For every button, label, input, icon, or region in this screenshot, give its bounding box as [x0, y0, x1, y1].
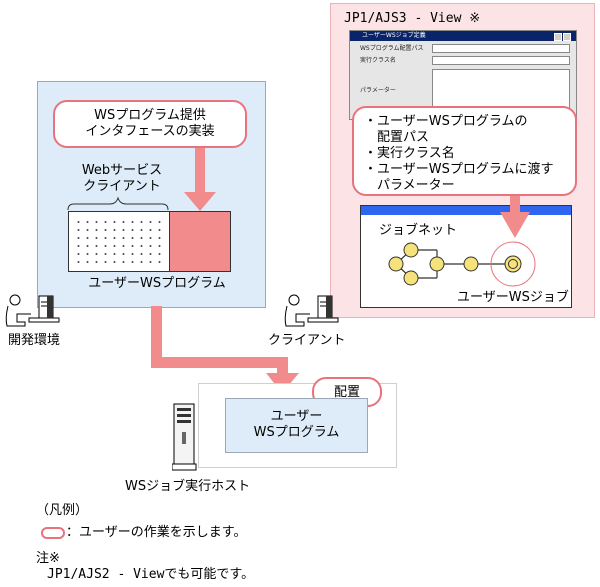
host-label: WSジョブ実行ホスト [125, 479, 251, 494]
job-node [463, 256, 479, 272]
callout-line: 配置パス [364, 130, 430, 145]
callout-line: ・ユーザーWSプログラムの [364, 114, 528, 129]
deployed-user-ws-program: ユーザー WSプログラム [225, 398, 368, 453]
jobnet-titlebar [361, 206, 571, 215]
view-title: JP1/AJS3 - View ※ [344, 11, 481, 26]
job-node [429, 256, 445, 272]
web-service-client-label: Webサービス クライアント [72, 163, 172, 195]
dialog-title: ユーザーWSジョブ定義 [362, 32, 426, 39]
user-ws-job-node [504, 255, 522, 273]
legend-heading: （凡例） [36, 503, 89, 518]
implement-interface-callout: WSプログラム提供 インタフェースの実装 [53, 100, 247, 148]
program-line: WSプログラム [253, 425, 340, 440]
job-node [403, 270, 419, 286]
dialog-titlebar: ユーザーWSジョブ定義 [350, 31, 576, 41]
callout-line: ・ユーザーWSプログラムに渡す [364, 162, 554, 177]
ws-interface-box [169, 211, 231, 272]
callout-line: インタフェースの実装 [85, 124, 215, 139]
client-label: クライアント [268, 333, 346, 348]
parameter-field[interactable] [432, 69, 570, 113]
jobnet-label: ジョブネット [379, 223, 458, 238]
field-label: パラメーター [360, 87, 396, 94]
class-field[interactable] [432, 56, 570, 65]
jobnet-window: ジョブネット ユーザーWSジョブ [360, 205, 572, 308]
path-field[interactable] [432, 44, 570, 53]
developer-person-icon [5, 294, 60, 327]
user-ws-job-inner [508, 259, 518, 269]
callout-line: WSプログラム提供 [94, 108, 206, 123]
jobnet-graph [388, 241, 536, 287]
job-node [403, 242, 419, 258]
label-line: Webサービス [81, 163, 163, 178]
callout-line: ・実行クラス名 [364, 146, 455, 161]
label-line: クライアント [83, 179, 161, 194]
server-icon [172, 403, 197, 471]
client-brace [67, 196, 169, 211]
legend-swatch [41, 527, 65, 539]
dotted-pattern [74, 218, 164, 266]
job-node [388, 256, 404, 272]
definition-items-callout: ・ユーザーWSプログラムの 配置パス ・実行クラス名 ・ユーザーWSプログラムに… [352, 106, 577, 196]
highlight-circle [490, 241, 536, 287]
note-text: JP1/AJS2 - Viewでも可能です。 [47, 567, 255, 582]
callout-line: パラメーター [364, 178, 455, 193]
minimize-icon[interactable] [554, 33, 562, 41]
user-ws-program-label: ユーザーWSプログラム [88, 276, 226, 291]
user-ws-job-label: ユーザーWSジョブ [457, 290, 569, 305]
field-label: 実行クラス名 [360, 57, 396, 64]
ws-job-definition-dialog: ユーザーWSジョブ定義 WSプログラム配置パス 実行クラス名 パラメーター [349, 30, 577, 120]
dev-env-label: 開発環境 [8, 333, 61, 348]
client-person-icon [284, 294, 339, 327]
close-icon[interactable] [563, 33, 571, 41]
field-label: WSプログラム配置パス [360, 45, 424, 52]
program-line: ユーザー [270, 409, 323, 424]
legend-text: ：ユーザーの作業を示します。 [66, 525, 247, 540]
note-heading: 注※ [36, 551, 60, 566]
